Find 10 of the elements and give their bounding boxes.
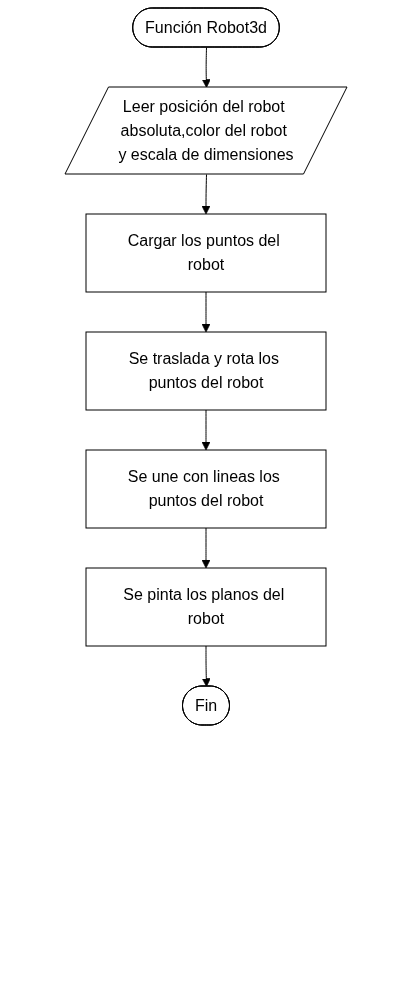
node-box: Se traslada y rota los puntos del robot	[85, 331, 327, 411]
arrow	[201, 527, 211, 569]
node-box: Se une con lineas los puntos del robot	[85, 449, 327, 529]
arrow	[201, 291, 211, 333]
node-box: Cargar los puntos del robot	[85, 213, 327, 293]
arrow	[201, 409, 211, 451]
arrow	[201, 174, 211, 215]
arrow	[201, 47, 211, 88]
node-box: Se pinta los planos del robot	[85, 567, 327, 647]
arrow	[201, 645, 211, 687]
